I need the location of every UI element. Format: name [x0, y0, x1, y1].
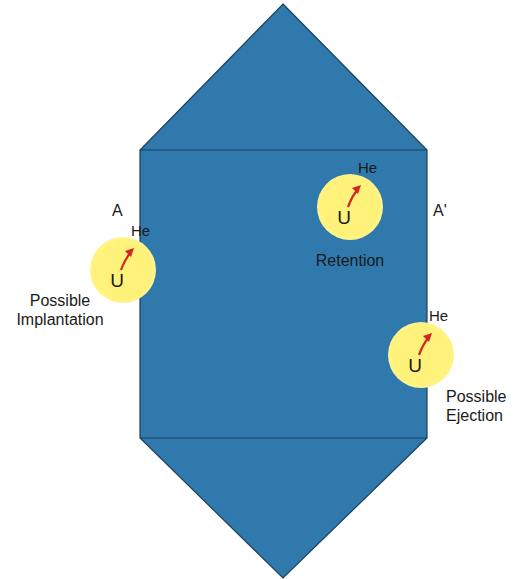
- arrow-head: [423, 333, 432, 342]
- particle-label: He: [429, 307, 448, 324]
- decay-circle: UHe: [90, 237, 156, 303]
- element-symbol: U: [337, 207, 351, 229]
- alpha-arrow: [317, 174, 383, 240]
- alpha-arrow: [388, 322, 454, 388]
- decay-circle: UHe: [317, 174, 383, 240]
- element-symbol: U: [408, 355, 422, 377]
- decay-circle: UHe: [388, 322, 454, 388]
- alpha-arrow: [90, 237, 156, 303]
- particle-label: He: [358, 159, 377, 176]
- process-label: Retention: [300, 251, 400, 270]
- edge-label: A: [112, 201, 123, 220]
- process-label: Possible Implantation: [8, 291, 112, 329]
- element-symbol: U: [110, 270, 124, 292]
- crystal-outline: [140, 4, 427, 578]
- arrow-head: [352, 185, 361, 194]
- crystal-edge: [140, 437, 427, 438]
- process-label: Possible Ejection: [446, 387, 518, 425]
- edge-label: A': [433, 201, 447, 220]
- crystal-edge: [140, 149, 427, 150]
- arrow-head: [125, 248, 134, 257]
- particle-label: He: [131, 222, 150, 239]
